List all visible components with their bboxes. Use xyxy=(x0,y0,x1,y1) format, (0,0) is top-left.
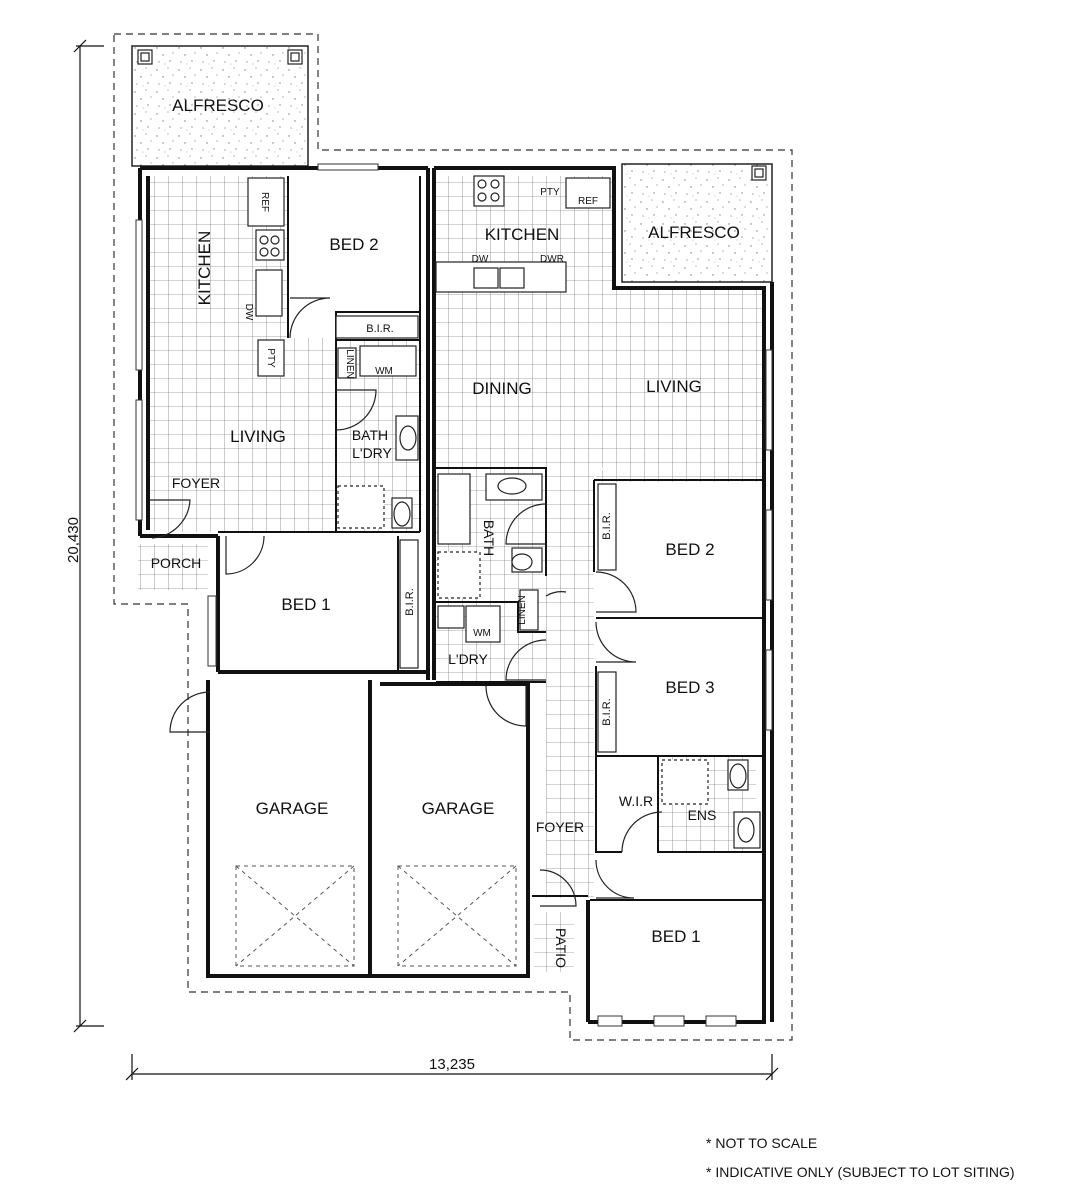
left-linen-label: LINEN xyxy=(344,349,355,378)
width-dimension-label: 13,235 xyxy=(429,1056,475,1073)
right-bir-bed2-label: B.I.R. xyxy=(601,512,613,540)
right-kitchen-label: KITCHEN xyxy=(485,225,560,244)
right-wm-label: WM xyxy=(473,628,491,639)
left-bath-label: BATH xyxy=(352,427,388,443)
right-living-label: LIVING xyxy=(646,377,702,396)
lot-boundary xyxy=(113,33,793,1041)
windows xyxy=(135,163,773,1027)
note-indicative-only: * INDICATIVE ONLY (SUBJECT TO LOT SITING… xyxy=(706,1164,1015,1180)
left-ref-label: REF xyxy=(259,192,270,212)
left-wm-label: WM xyxy=(375,366,393,377)
left-foyer-label: FOYER xyxy=(172,475,220,491)
left-bed1-label: BED 1 xyxy=(281,595,330,614)
right-bed1-label: BED 1 xyxy=(651,927,700,946)
right-dw-label: DW xyxy=(472,254,489,265)
left-porch-label: PORCH xyxy=(151,555,202,571)
depth-dimension-label: 20,430 xyxy=(65,517,82,563)
garage-door-marks xyxy=(235,865,517,967)
right-ref-label: REF xyxy=(578,196,598,207)
right-linen-label: LINEN xyxy=(517,595,528,624)
right-bed2-label: BED 2 xyxy=(665,540,714,559)
right-ldry-label: L'DRY xyxy=(448,651,488,667)
right-bath-label: BATH xyxy=(481,520,497,556)
right-dwr-label: DWR xyxy=(540,254,564,265)
alfresco-left-label: ALFRESCO xyxy=(172,96,264,115)
right-wir-label: W.I.R xyxy=(619,793,653,809)
left-bir-top-label: B.I.R. xyxy=(366,323,394,335)
right-pty-label: PTY xyxy=(540,187,560,198)
alfresco-left-area xyxy=(131,45,309,167)
left-dw-label: DW xyxy=(243,304,254,321)
fixtures xyxy=(247,175,761,849)
right-bir-bed3-label: B.I.R. xyxy=(601,698,613,726)
left-kitchen-label: KITCHEN xyxy=(195,231,214,306)
right-patio-label: PATIO xyxy=(553,928,569,968)
left-living-label: LIVING xyxy=(230,427,286,446)
right-unit-walls xyxy=(370,166,774,1024)
width-dimension: 13,235 xyxy=(125,1054,779,1081)
left-bir-side-label: B.I.R. xyxy=(404,588,416,616)
right-dining-label: DINING xyxy=(472,379,532,398)
alfresco-right-label: ALFRESCO xyxy=(648,223,740,242)
depth-dimension: 20,430 xyxy=(65,39,104,1033)
doors xyxy=(150,297,663,907)
left-bed2-label: BED 2 xyxy=(329,235,378,254)
right-bed3-label: BED 3 xyxy=(665,678,714,697)
right-foyer-label: FOYER xyxy=(536,819,584,835)
alfresco-right-area xyxy=(621,163,773,283)
note-not-to-scale: * NOT TO SCALE xyxy=(706,1135,817,1151)
left-ldry-label: L'DRY xyxy=(352,445,392,461)
left-garage-label: GARAGE xyxy=(256,799,329,818)
right-garage-label: GARAGE xyxy=(422,799,495,818)
left-pty-label: PTY xyxy=(265,348,276,368)
right-ens-label: ENS xyxy=(688,807,717,823)
